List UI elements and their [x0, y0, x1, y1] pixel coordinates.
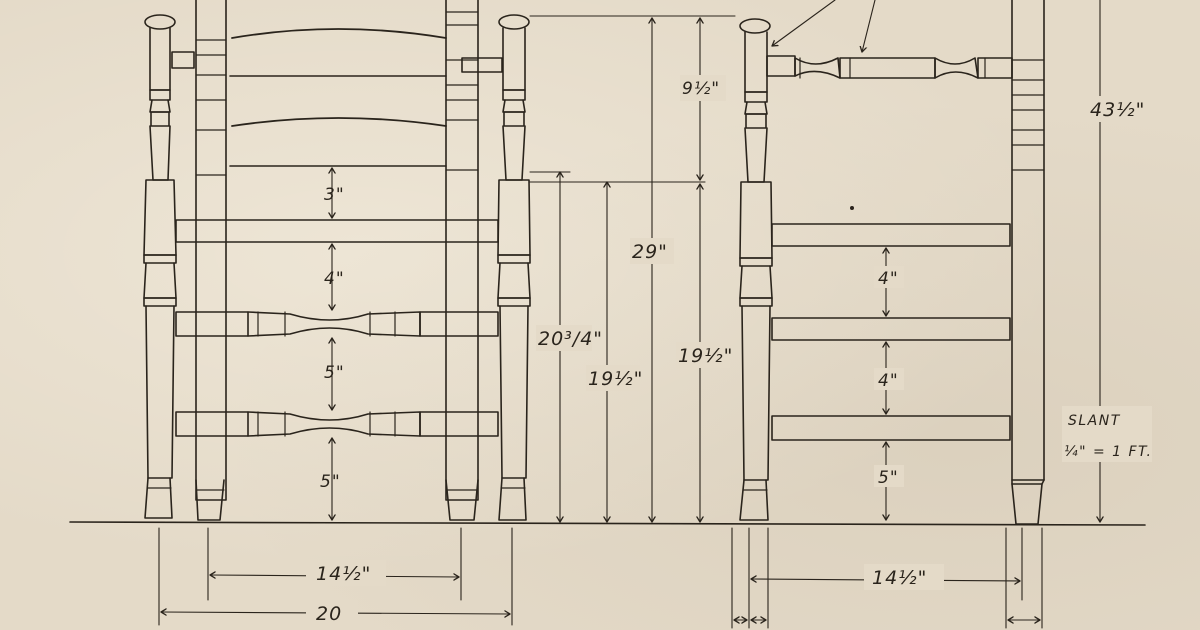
side-rung-gap-lower-label: 5" [878, 468, 899, 488]
front-left-post [143, 14, 195, 519]
dim-mask [864, 564, 944, 590]
ink-spot [850, 206, 854, 210]
side-leader-lines [772, 0, 876, 52]
dim-mask [306, 560, 386, 586]
dim-mask [676, 342, 730, 368]
side-view: 4" 4" 5" 43½" SLANT ¼" = 1 FT. 14½" [731, 0, 1152, 629]
front-rung-gap-lower-label: 5" [320, 472, 341, 492]
front-right-back-post [445, 0, 479, 521]
front-slat-gap-label: 3" [324, 185, 345, 205]
side-front-post [739, 18, 773, 521]
dim-mask [1086, 96, 1148, 122]
dim-mask [874, 266, 904, 288]
side-rung-gap-middle-label: 4" [878, 371, 899, 391]
dim-mask [306, 600, 358, 626]
dim-mask [680, 75, 726, 101]
slant-ratio-label: ¼" = 1 FT. [1064, 444, 1152, 460]
dim-mask [874, 465, 904, 487]
front-rung-gap-upper-label: 4" [324, 269, 345, 289]
dim-mask [1062, 406, 1152, 462]
front-outer-width-label: 20 [316, 603, 342, 625]
front-stretcher-upper [175, 311, 499, 337]
side-rung-gap-upper-label: 4" [878, 269, 899, 289]
dim-mask [630, 238, 674, 264]
side-horizontal-dimensions [731, 527, 1043, 629]
seat-height-front-label: 20³/4" [538, 328, 603, 350]
back-slats [229, 28, 447, 167]
ground-line [69, 521, 1146, 526]
side-depth-label: 14½" [872, 567, 927, 589]
front-rung-gap-middle-label: 5" [324, 363, 345, 383]
slant-note-label: SLANT [1068, 413, 1121, 429]
side-back-post [1011, 0, 1045, 525]
seat-height-back-label: 19½" [588, 368, 643, 390]
front-view: 3" 4" 5" 5" 14½" 20 [143, 0, 531, 626]
front-left-back-post [195, 0, 227, 521]
front-stretcher-lower [175, 411, 499, 437]
front-right-post [461, 14, 531, 521]
overall-height-label: 43½" [1090, 99, 1145, 121]
front-inner-width-label: 14½" [316, 563, 371, 585]
dim-mask [536, 325, 592, 351]
side-rungs [771, 223, 1011, 441]
seat-height-center-label: 19½" [678, 345, 733, 367]
front-seat-rail [175, 219, 499, 243]
dim-mask [874, 368, 904, 390]
arm-height-label: 29" [632, 241, 668, 263]
back-top-label: 9½" [682, 79, 720, 99]
dim-mask [586, 365, 640, 391]
side-arm-rail [766, 55, 1013, 79]
